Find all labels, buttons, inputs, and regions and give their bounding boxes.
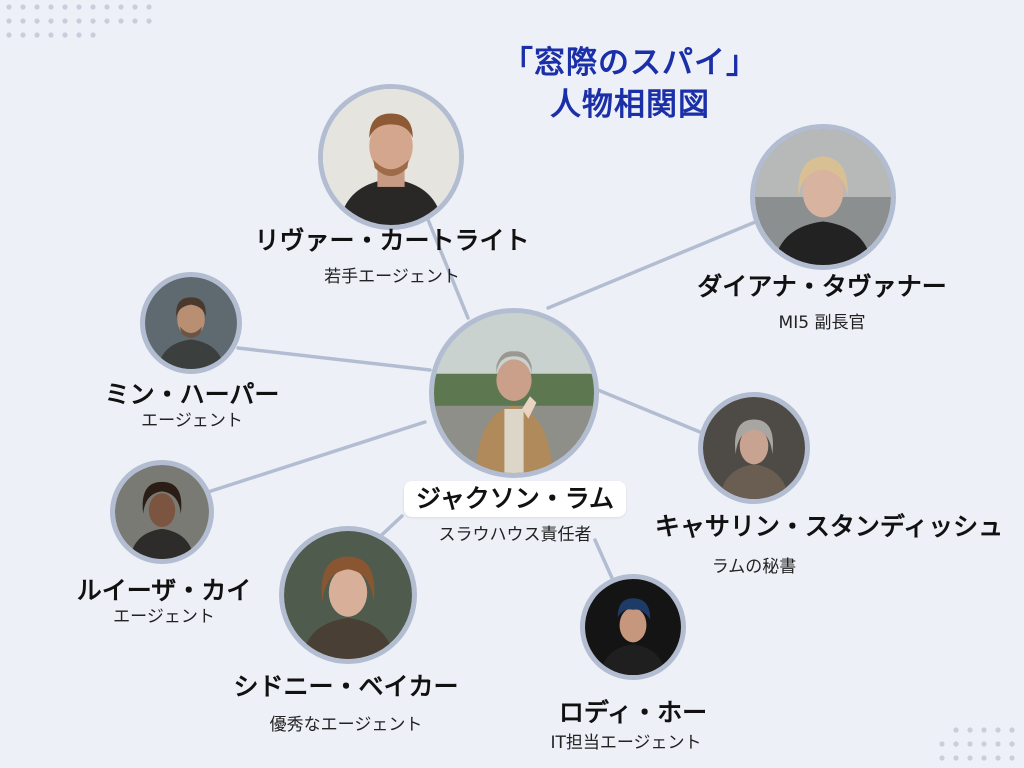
name-river-cartwright: リヴァー・カートライト [254,226,530,255]
dot-grid-top-left [0,0,160,40]
diagram-title: 「窓際のスパイ」 人物相関図 [470,42,790,126]
link-diana [546,218,762,310]
name-catherine-standish: キャサリン・スタンディッシュ [654,512,1004,541]
role-jackson-lamb: スラウハウス責任者 [438,525,592,545]
role-river-cartwright: 若手エージェント [324,267,460,287]
title-line-1: 「窓際のスパイ」 [502,45,758,81]
dot-grid-bottom-right [900,722,1024,768]
portrait-diana-taverner [750,124,896,270]
name-min-harper: ミン・ハーパー [104,380,280,409]
portrait-river-cartwright [318,84,464,230]
link-min [236,346,432,372]
role-roddy-ho: IT担当エージェント [550,733,702,753]
portrait-min-harper [140,272,242,374]
name-diana-taverner: ダイアナ・タヴァナー [697,272,947,301]
portrait-jackson-lamb [429,308,599,478]
name-louisa-guy: ルイーザ・カイ [76,576,252,605]
role-catherine-standish: ラムの秘書 [711,557,797,577]
role-diana-taverner: MI5 副長官 [778,313,866,333]
link-roddy [593,538,614,580]
portrait-sidney-baker [279,526,417,664]
role-min-harper: エージェント [141,411,243,431]
title-line-2: 人物相関図 [550,87,710,123]
role-sidney-baker: 優秀なエージェント [269,715,423,735]
portrait-roddy-ho [580,574,686,680]
name-sidney-baker: シドニー・ベイカー [233,672,459,701]
portrait-louisa-guy [110,460,214,564]
link-catherine [596,388,702,434]
role-louisa-guy: エージェント [113,607,215,627]
portrait-catherine-standish [698,392,810,504]
name-jackson-lamb: ジャクソン・ラム [403,481,627,517]
link-louisa [206,420,427,494]
name-roddy-ho: ロディ・ホー [558,698,708,727]
